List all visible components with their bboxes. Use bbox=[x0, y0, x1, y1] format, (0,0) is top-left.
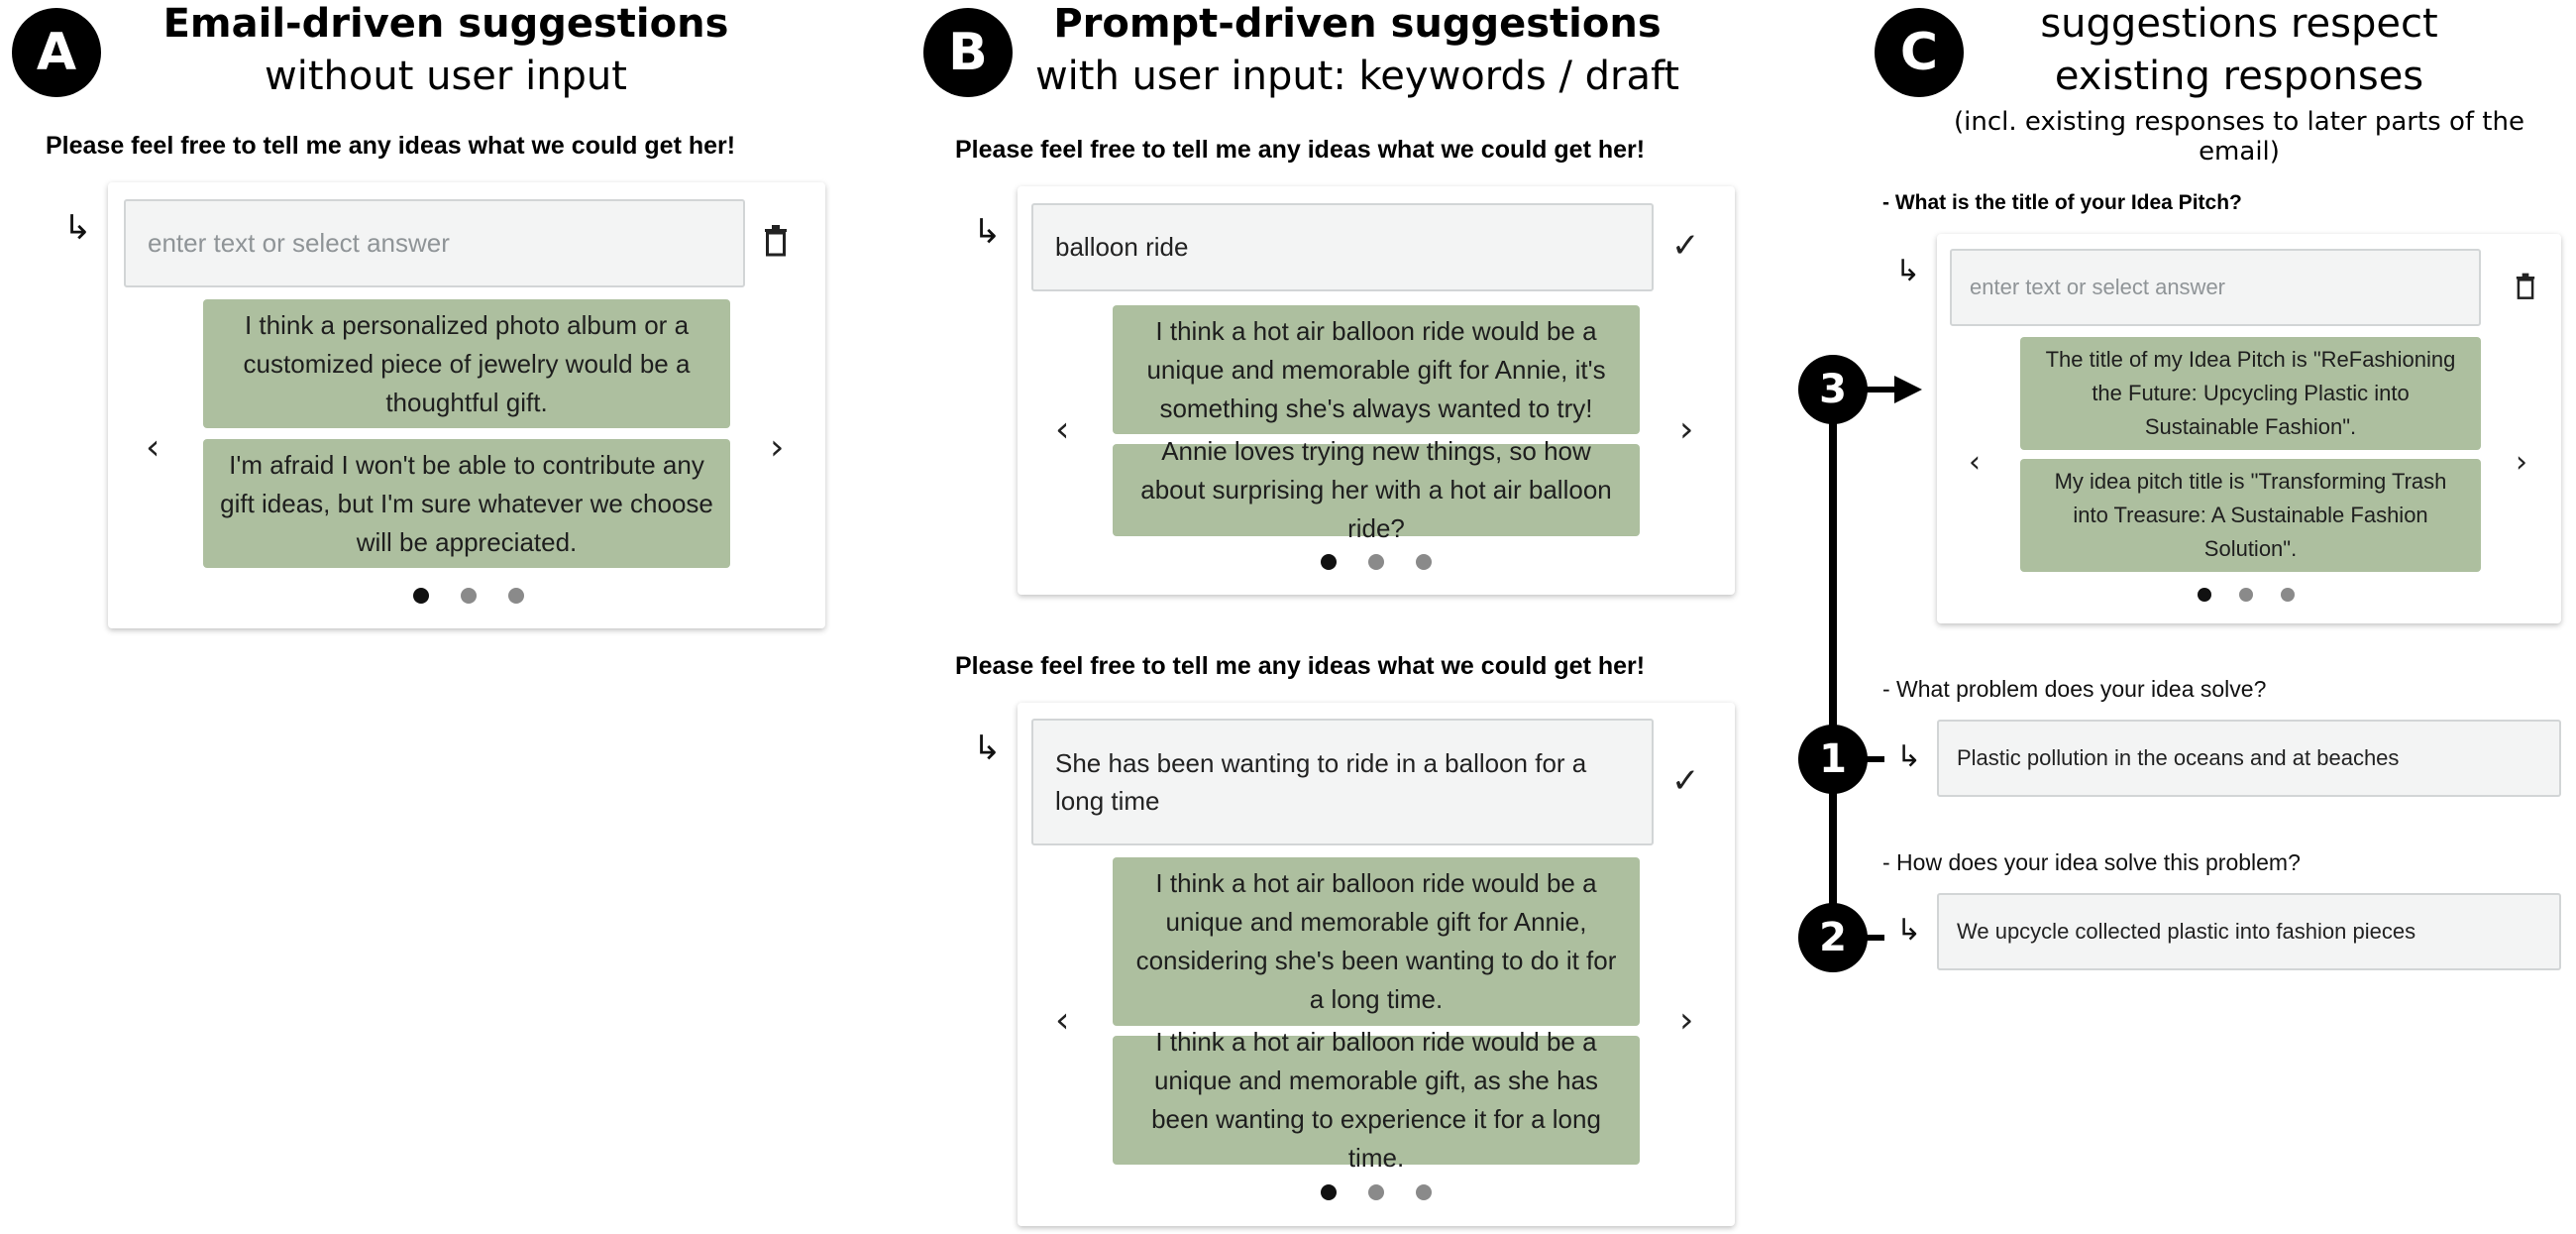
reply-arrow-icon: ↳ bbox=[1896, 739, 1922, 774]
solution-input[interactable]: We upcycle collected plastic into fashio… bbox=[1937, 893, 2561, 970]
reply-arrow-icon: ↳ bbox=[1896, 913, 1922, 948]
panel-b-title-line2: with user input: keywords / draft bbox=[1034, 54, 1680, 99]
panel-c-badge: C bbox=[1875, 8, 1964, 97]
page-dot-1[interactable] bbox=[2198, 588, 2211, 602]
reply-arrow-icon: ↳ bbox=[973, 729, 1002, 768]
answer-input[interactable]: balloon ride bbox=[1031, 203, 1654, 291]
panel-c-q2-question: - What problem does your idea solve? bbox=[1882, 676, 2267, 702]
answer-input[interactable]: She has been wanting to ride in a balloo… bbox=[1031, 719, 1654, 845]
step-marker-1: 1 bbox=[1798, 725, 1868, 794]
panel-b-title-bold: Prompt-driven suggestions bbox=[1053, 1, 1662, 47]
suggestion-1[interactable]: The title of my Idea Pitch is "ReFashion… bbox=[2020, 337, 2481, 450]
panel-b-badge: B bbox=[923, 8, 1013, 97]
prev-suggestion-icon[interactable]: ‹ bbox=[1969, 445, 1981, 480]
problem-input[interactable]: Plastic pollution in the oceans and at b… bbox=[1937, 720, 2561, 797]
page-dot-2[interactable] bbox=[1368, 1184, 1384, 1200]
page-dot-1[interactable] bbox=[1321, 554, 1337, 570]
suggestion-1[interactable]: I think a hot air balloon ride would be … bbox=[1113, 305, 1640, 434]
prev-suggestion-icon[interactable]: ‹ bbox=[146, 427, 161, 468]
suggestion-1[interactable]: I think a personalized photo album or a … bbox=[203, 299, 730, 428]
prev-suggestion-icon[interactable]: ‹ bbox=[1055, 1000, 1070, 1041]
reply-arrow-icon: ↳ bbox=[63, 208, 92, 248]
panel-b-top-card: ↳ balloon ride ✓ ‹ › I think a hot air b… bbox=[973, 186, 1735, 595]
suggestion-1[interactable]: I think a hot air balloon ride would be … bbox=[1113, 857, 1640, 1026]
panel-a-title-bold: Email-driven suggestions bbox=[162, 1, 729, 47]
suggestion-2[interactable]: I'm afraid I won't be able to contribute… bbox=[203, 439, 730, 568]
page-dot-2[interactable] bbox=[2239, 588, 2253, 602]
page-dot-2[interactable] bbox=[1368, 554, 1384, 570]
page-dot-2[interactable] bbox=[461, 588, 477, 604]
panel-c-q1-question: - What is the title of your Idea Pitch? bbox=[1882, 191, 2242, 214]
panel-c-q1-card: ↳ enter text or select answer ‹ › The ti… bbox=[1895, 234, 2561, 623]
check-icon[interactable]: ✓ bbox=[1671, 226, 1700, 266]
panel-a-title-line2: without user input bbox=[265, 54, 627, 99]
reply-arrow-icon: ↳ bbox=[1895, 254, 1921, 288]
check-icon[interactable]: ✓ bbox=[1671, 761, 1700, 801]
step-marker-2: 2 bbox=[1798, 903, 1868, 972]
page-dot-3[interactable] bbox=[2281, 588, 2295, 602]
answer-input[interactable]: enter text or select answer bbox=[1950, 249, 2481, 326]
answer-input[interactable]: enter text or select answer bbox=[124, 199, 745, 287]
next-suggestion-icon[interactable]: › bbox=[2516, 445, 2527, 480]
page-dot-3[interactable] bbox=[508, 588, 524, 604]
panel-c-title-line2: existing responses bbox=[2054, 54, 2424, 99]
panel-c-title: suggestions respect existing responses bbox=[1962, 0, 2517, 103]
panel-c-subtitle: (incl. existing responses to later parts… bbox=[1954, 107, 2524, 167]
panel-c-q3-question: - How does your idea solve this problem? bbox=[1882, 849, 2301, 875]
page-dot-1[interactable] bbox=[413, 588, 429, 604]
panel-b-bottom-question: Please feel free to tell me any ideas wh… bbox=[955, 652, 1646, 680]
next-suggestion-icon[interactable]: › bbox=[1679, 409, 1694, 450]
panel-a-badge: A bbox=[12, 8, 101, 97]
prev-suggestion-icon[interactable]: ‹ bbox=[1055, 409, 1070, 450]
trash-icon[interactable] bbox=[764, 225, 788, 257]
step-marker-3: 3 bbox=[1798, 355, 1868, 424]
trash-icon[interactable] bbox=[2516, 273, 2535, 300]
panel-a-card: ↳ enter text or select answer ‹ › I thin… bbox=[63, 182, 825, 628]
page-dot-1[interactable] bbox=[1321, 1184, 1337, 1200]
suggestion-2[interactable]: My idea pitch title is "Transforming Tra… bbox=[2020, 459, 2481, 572]
suggestion-2[interactable]: I think a hot air balloon ride would be … bbox=[1113, 1027, 1640, 1173]
next-suggestion-icon[interactable]: › bbox=[770, 427, 785, 468]
panel-a-title: Email-driven suggestions without user in… bbox=[149, 0, 743, 103]
panel-b-top-question: Please feel free to tell me any ideas wh… bbox=[955, 136, 1646, 164]
panel-c-title-line1: suggestions respect bbox=[2040, 1, 2438, 47]
reply-arrow-icon: ↳ bbox=[973, 212, 1002, 252]
panel-b-title: Prompt-driven suggestions with user inpu… bbox=[1030, 0, 1684, 103]
next-suggestion-icon[interactable]: › bbox=[1679, 1000, 1694, 1041]
page-dot-3[interactable] bbox=[1416, 1184, 1432, 1200]
panel-b-bottom-card: ↳ She has been wanting to ride in a ball… bbox=[973, 703, 1735, 1226]
page-dot-3[interactable] bbox=[1416, 554, 1432, 570]
panel-a-question: Please feel free to tell me any ideas wh… bbox=[46, 132, 736, 160]
